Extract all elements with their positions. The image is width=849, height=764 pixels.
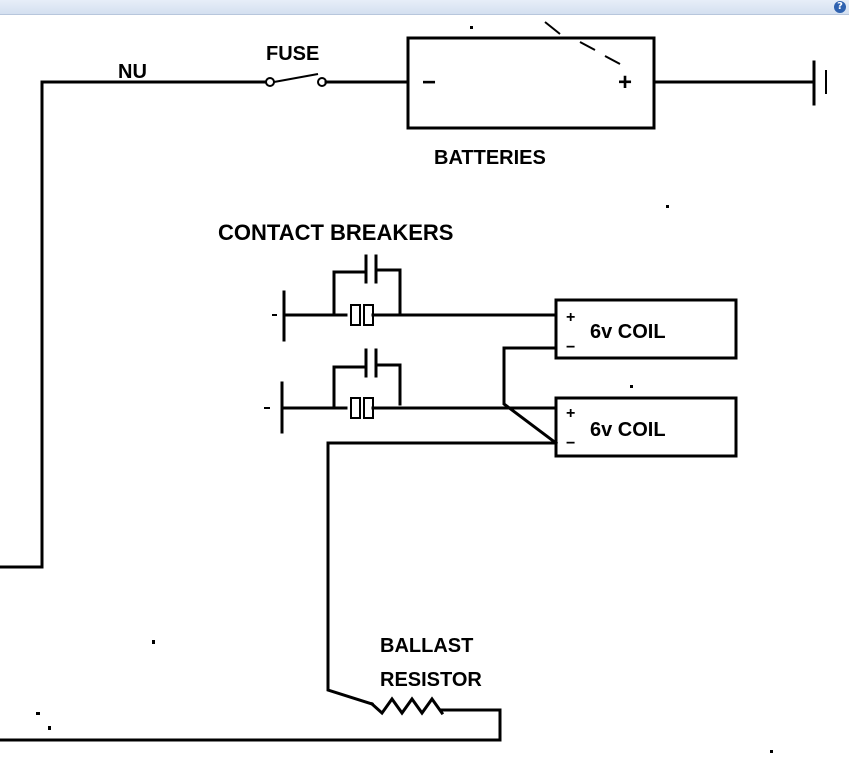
help-icon[interactable]: ? [834,1,846,13]
coil-top-minus-sign: − [566,339,575,356]
ballast-return-wire [0,708,502,742]
coil-bottom-plus-sign: + [566,405,575,422]
coil-crossover-wire [502,346,559,446]
ballast-feed-wire [326,441,558,706]
battery-minus-sign: − [422,69,436,96]
main-wire [0,80,267,569]
coil-bottom-minus-sign: − [566,435,575,452]
scan-noise [36,26,773,753]
ballast-resistor-symbol [369,696,445,716]
battery-dash-marks [544,21,621,65]
fuse-label: FUSE [266,43,319,65]
coil-top-plus-sign: + [566,309,575,326]
coil-top-label: 6v COIL [590,321,666,343]
window-top-bar: ? [0,0,849,15]
ballast-label-line1: BALLAST [380,635,473,657]
nu-label: NU [118,61,147,83]
battery-plus-sign: + [618,69,632,96]
fuse-symbol [265,73,327,87]
coil-box-bottom [554,396,738,458]
coil-box-top [554,298,738,360]
contact-breaker-2 [264,348,558,434]
coil-bottom-label: 6v COIL [590,419,666,441]
batteries-label: BATTERIES [434,147,546,169]
contact-breaker-1 [272,254,558,342]
ballast-label-line2: RESISTOR [380,669,482,691]
contact-breakers-label: CONTACT BREAKERS [218,220,453,245]
ground-symbol-right [812,60,827,106]
